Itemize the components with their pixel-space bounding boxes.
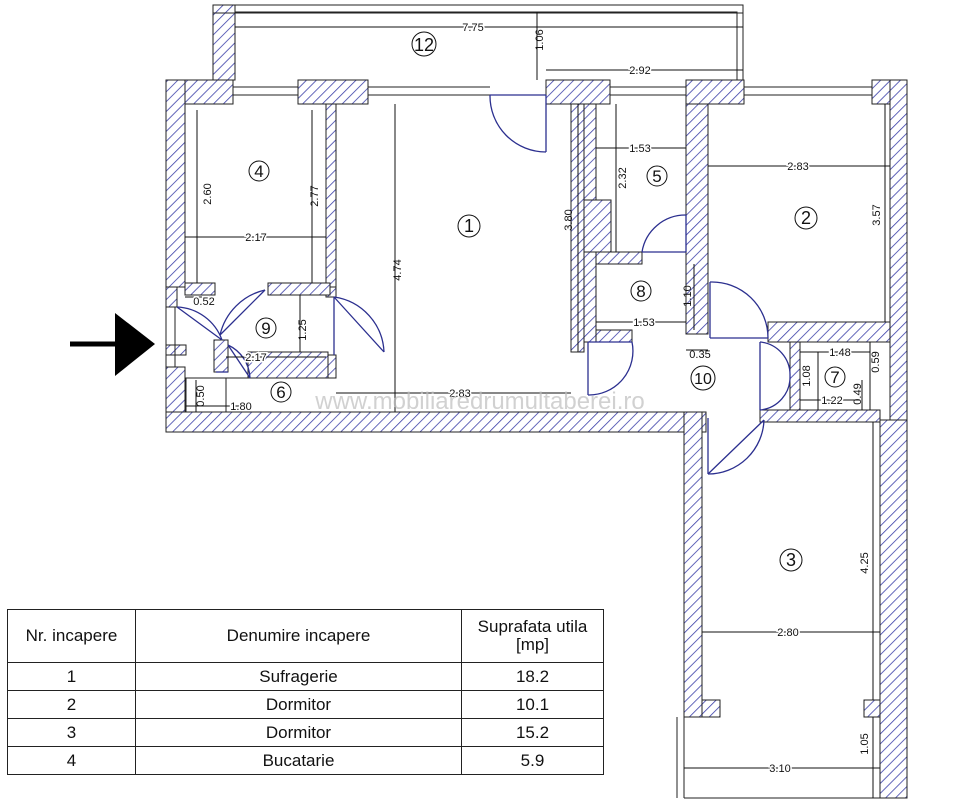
row-nr: 3 — [7, 718, 136, 747]
row-area: 10.1 — [461, 690, 604, 719]
dim-r7-right-b: 0.49 — [852, 383, 864, 404]
dim-r5-width: 1.53 — [629, 143, 650, 155]
row-nr: 1 — [7, 662, 136, 691]
dimension-lines — [185, 12, 890, 798]
room-label-9: 9 — [261, 319, 270, 338]
row-name: Sufragerie — [135, 662, 462, 691]
dim-r2-width: 2.83 — [787, 161, 808, 173]
header-nr: Nr. incapere — [7, 609, 136, 663]
room-label-8: 8 — [636, 282, 645, 301]
row-area: 15.2 — [461, 718, 604, 747]
header-area-line2: [mp] — [515, 635, 550, 654]
table-row: 1 Sufragerie 18.2 — [7, 662, 604, 691]
dim-r1-right-height: 3.80 — [563, 209, 575, 230]
walls — [165, 4, 908, 799]
room-marker-1 — [457, 214, 481, 238]
dim-r9-entry: 0.52 — [193, 296, 214, 308]
dim-r2-height: 3.57 — [871, 204, 883, 225]
room-label-10: 10 — [694, 371, 712, 388]
dim-r6-width: 1.80 — [230, 401, 251, 413]
dim-r8-width: 1.53 — [633, 317, 654, 329]
room-label-7: 7 — [830, 368, 839, 387]
room-marker-4 — [248, 160, 270, 182]
row-name: Dormitor — [135, 718, 462, 747]
room-marker-9 — [255, 317, 277, 339]
dim-r9-width: 2.17 — [245, 352, 266, 364]
dimension-labels: 7.75 1.06 2.92 2.60 2.77 2.17 4.74 3.80 … — [192, 21, 883, 777]
dim-balcony-width: 7.75 — [462, 22, 483, 34]
room-label-5: 5 — [652, 167, 661, 186]
row-area: 5.9 — [461, 746, 604, 775]
room-table: Nr. incapere Denumire incapere Suprafata… — [7, 609, 604, 775]
header-area-line1: Suprafata utila — [477, 617, 588, 636]
header-area: Suprafata utila [mp] — [461, 609, 604, 663]
dim-r1-width: 2.83 — [449, 388, 470, 400]
dim-r9-height: 1.25 — [297, 319, 309, 340]
dim-r6-height: 0.50 — [195, 385, 207, 406]
table-row: 3 Dormitor 15.2 — [7, 718, 604, 747]
room-marker-3 — [779, 548, 803, 572]
room-markers: 12 4 1 5 2 8 9 10 7 6 3 — [248, 31, 846, 572]
room-label-12: 12 — [414, 35, 434, 55]
room-marker-8 — [630, 280, 652, 302]
room-marker-5 — [646, 165, 668, 187]
dim-r7-width-top: 1.48 — [829, 347, 850, 359]
dim-r3-height: 4.25 — [859, 552, 871, 573]
header-name: Denumire incapere — [135, 609, 462, 663]
room-label-1: 1 — [464, 216, 474, 236]
dim-balcony-depth: 1.06 — [534, 29, 546, 50]
dim-r4-height-left: 2.60 — [202, 183, 214, 204]
dim-r7-height: 1.08 — [801, 365, 813, 386]
room-marker-7 — [824, 366, 846, 388]
row-nr: 2 — [7, 690, 136, 719]
row-nr: 4 — [7, 746, 136, 775]
row-name: Dormitor — [135, 690, 462, 719]
dim-r5-height: 2.32 — [617, 167, 629, 188]
wall-lines — [165, 4, 880, 799]
table-header-row: Nr. incapere Denumire incapere Suprafata… — [7, 609, 604, 663]
room-marker-2 — [794, 206, 818, 230]
room-label-6: 6 — [276, 383, 285, 402]
row-name: Bucatarie — [135, 746, 462, 775]
dim-r8-height: 1.10 — [682, 285, 694, 306]
dim-balcony-part: 2.92 — [629, 65, 650, 77]
room-table-container: Nr. incapere Denumire incapere Suprafata… — [7, 609, 604, 775]
watermark: www.mobiliaredrumultaberei.ro — [314, 388, 644, 415]
entry-arrow-icon — [70, 313, 155, 376]
row-area: 18.2 — [461, 662, 604, 691]
room-marker-10 — [690, 365, 716, 391]
table-row: 4 Bucatarie 5.9 — [7, 746, 604, 775]
dim-r7-width-bottom: 1.22 — [821, 395, 842, 407]
room-marker-6 — [270, 381, 292, 403]
room-label-4: 4 — [254, 162, 263, 181]
dim-r3-width: 2.80 — [777, 627, 798, 639]
room-label-3: 3 — [786, 550, 796, 570]
room-marker-12 — [411, 31, 437, 57]
dim-r3-balcony-width: 3.10 — [769, 763, 790, 775]
dim-r1-height: 4.74 — [392, 259, 404, 280]
dim-r7-right-a: 0.59 — [870, 351, 882, 372]
dim-r4-height-right: 2.77 — [309, 185, 321, 206]
dim-hall-offset: 0.35 — [689, 349, 710, 361]
table-row: 2 Dormitor 10.1 — [7, 690, 604, 719]
dim-r3-balcony-depth: 1.05 — [859, 733, 871, 754]
dim-r4-width: 2.17 — [245, 232, 266, 244]
doors — [176, 94, 791, 475]
room-label-2: 2 — [801, 208, 811, 228]
